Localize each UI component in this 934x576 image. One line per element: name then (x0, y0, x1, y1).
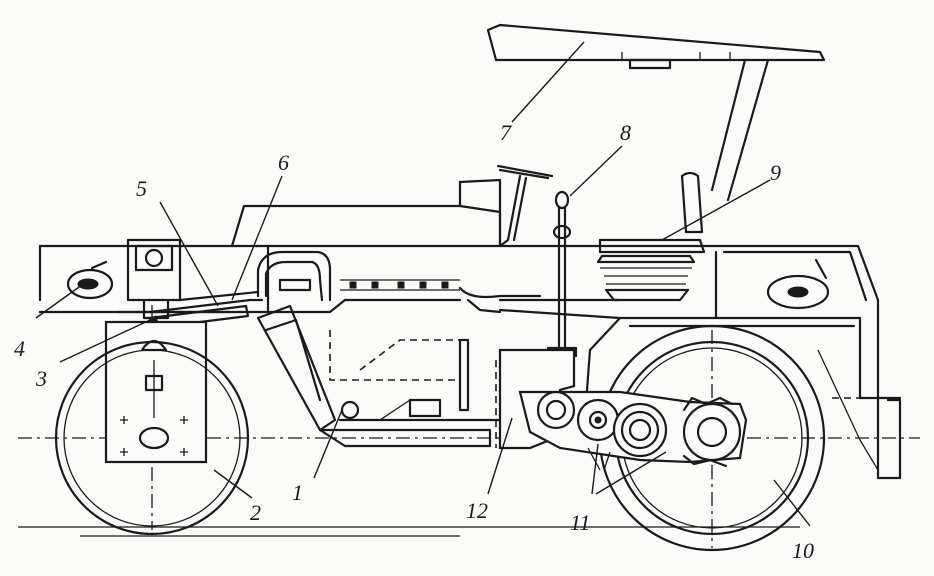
front-lamp (66, 260, 114, 300)
steering-assembly (496, 164, 554, 248)
leader-4 (35, 281, 87, 319)
leader-8 (569, 145, 623, 197)
leader-2 (213, 469, 253, 499)
callout-5: 5 (136, 176, 147, 201)
leader-6 (231, 175, 283, 301)
control-lever (546, 190, 578, 358)
callout-4: 4 (14, 336, 25, 361)
callout-2: 2 (250, 500, 261, 525)
callout-9: 9 (770, 160, 781, 185)
leader-7 (511, 41, 585, 123)
leader-lines (35, 41, 811, 527)
leader-9 (661, 179, 771, 241)
callout-7: 7 (500, 120, 512, 145)
leader-5 (159, 201, 219, 307)
canopy (486, 23, 826, 202)
leader-11 (591, 443, 667, 495)
leader-1 (313, 409, 343, 479)
callout-8: 8 (620, 120, 631, 145)
callout-3: 3 (35, 366, 47, 391)
operator-seat (596, 171, 706, 302)
leader-10 (773, 479, 811, 527)
callout-11: 11 (570, 510, 590, 535)
callout-10: 10 (792, 538, 814, 563)
front-yoke (104, 238, 264, 464)
leader-12 (487, 417, 513, 495)
front-roller (54, 340, 250, 536)
chain-drive (518, 390, 748, 471)
engine-block (256, 304, 470, 432)
leader-3 (59, 319, 151, 363)
callout-6: 6 (278, 150, 289, 175)
rear-lamp (766, 258, 830, 310)
engine-pipes (256, 250, 542, 314)
callout-1: 1 (292, 480, 303, 505)
callout-numbers: 1 2 3 4 5 6 7 8 9 10 11 12 (14, 120, 814, 563)
callout-12: 12 (466, 498, 488, 523)
